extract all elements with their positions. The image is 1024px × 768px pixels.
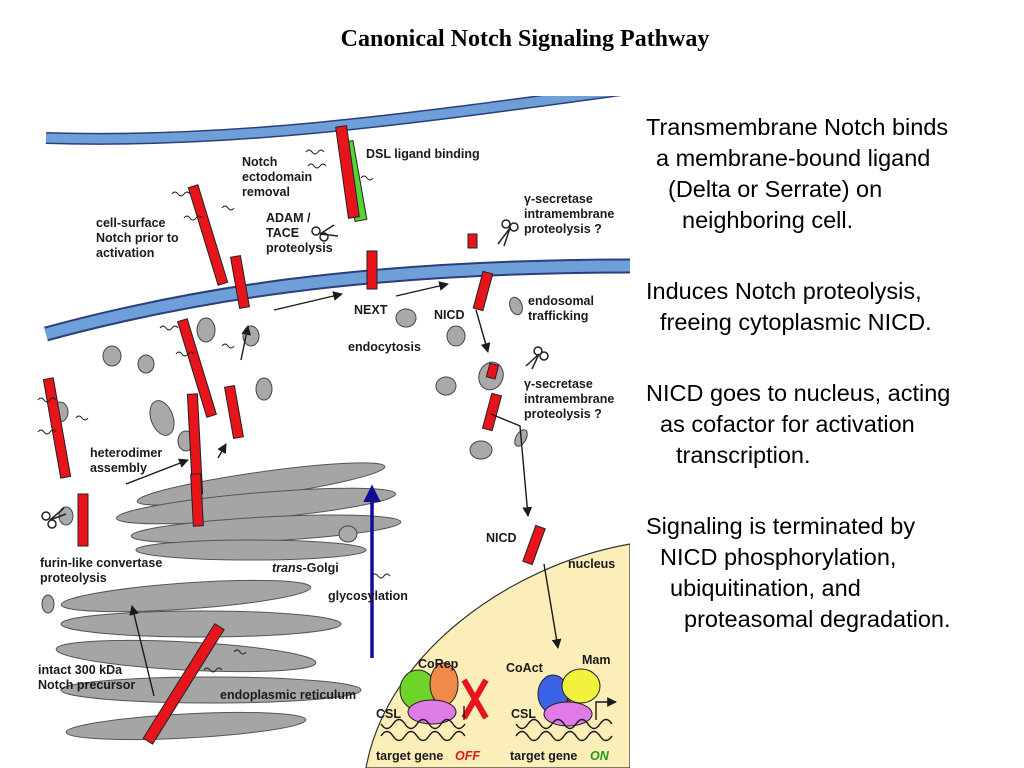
note-line: as cofactor for activation bbox=[660, 411, 915, 437]
note-line: NICD phosphorylation, bbox=[660, 544, 897, 570]
note-3: NICD goes to nucleus, acting as cofactor… bbox=[646, 378, 1022, 471]
label-furin-1: furin-like convertase bbox=[40, 556, 162, 570]
label-adam-2: TACE bbox=[266, 226, 299, 240]
label-endosomal-1: endosomal bbox=[528, 294, 594, 308]
label-notch-ecto-3: removal bbox=[242, 185, 290, 199]
notch-receptors bbox=[42, 125, 581, 745]
label-gamma-1c: proteolysis ? bbox=[524, 222, 602, 236]
note-4: Signaling is terminated by NICD phosphor… bbox=[646, 511, 1022, 635]
note-2: Induces Notch proteolysis, freeing cytop… bbox=[646, 276, 1022, 338]
endoplasmic-reticulum bbox=[55, 579, 362, 741]
scissors-icon bbox=[525, 346, 549, 370]
label-cell-surface-3: activation bbox=[96, 246, 154, 260]
note-line: (Delta or Serrate) on bbox=[668, 176, 883, 202]
label-coact: CoAct bbox=[506, 661, 544, 675]
label-glycosylation: glycosylation bbox=[328, 589, 408, 603]
label-gamma-1b: intramembrane bbox=[524, 207, 614, 221]
label-heterodimer-2: assembly bbox=[90, 461, 147, 475]
note-line: ubiquitination, and bbox=[670, 575, 861, 601]
transcription-arrow bbox=[463, 697, 617, 720]
label-trans-golgi: trans-Golgi bbox=[272, 561, 339, 575]
pathway-arrows bbox=[125, 281, 562, 697]
label-cell-surface-1: cell-surface bbox=[96, 216, 166, 230]
note-line: Signaling is terminated by bbox=[646, 513, 916, 539]
label-on: ON bbox=[590, 749, 610, 763]
note-1: Transmembrane Notch binds a membrane-bou… bbox=[646, 112, 1022, 236]
dna bbox=[380, 718, 613, 742]
note-line: neighboring cell. bbox=[682, 207, 854, 233]
vesicles bbox=[41, 296, 528, 614]
note-line: Transmembrane Notch binds bbox=[646, 114, 949, 140]
label-nicd-2: NICD bbox=[486, 531, 517, 545]
note-line: proteasomal degradation. bbox=[684, 606, 951, 632]
label-heterodimer-1: heterodimer bbox=[90, 446, 162, 460]
notch-pathway-diagram: DSL ligand binding Notch ectodomain remo… bbox=[37, 96, 630, 768]
scissors-icon bbox=[41, 507, 67, 529]
label-mam: Mam bbox=[582, 653, 610, 667]
red-x-icon bbox=[461, 678, 489, 720]
scissors-icon bbox=[497, 219, 519, 247]
label-intact-2: Notch precursor bbox=[38, 678, 135, 692]
label-adam-1: ADAM / bbox=[266, 211, 311, 225]
note-line: Induces Notch proteolysis, bbox=[646, 278, 922, 304]
label-nucleus: nucleus bbox=[568, 557, 615, 571]
label-gamma-1a: γ-secretase bbox=[524, 192, 593, 206]
label-er: endoplasmic reticulum bbox=[220, 688, 356, 702]
glycan-marks bbox=[37, 149, 391, 673]
coactivator-complex bbox=[537, 668, 601, 727]
label-endosomal-2: trafficking bbox=[528, 309, 588, 323]
label-notch-ecto-2: ectodomain bbox=[242, 170, 312, 184]
note-line: transcription. bbox=[676, 442, 811, 468]
label-gamma-2a: γ-secretase bbox=[524, 377, 593, 391]
label-endocytosis: endocytosis bbox=[348, 340, 421, 354]
note-line: NICD goes to nucleus, acting bbox=[646, 380, 951, 406]
label-furin-2: proteolysis bbox=[40, 571, 107, 585]
scissors-icon bbox=[311, 224, 339, 242]
label-notch-ecto-1: Notch bbox=[242, 155, 277, 169]
label-csl-1: CSL bbox=[376, 707, 401, 721]
note-line: a membrane-bound ligand bbox=[656, 145, 931, 171]
label-gamma-2b: intramembrane bbox=[524, 392, 614, 406]
label-target-gene-1: target gene bbox=[376, 749, 443, 763]
label-gamma-2c: proteolysis ? bbox=[524, 407, 602, 421]
label-csl-2: CSL bbox=[511, 707, 536, 721]
label-target-gene-2: target gene bbox=[510, 749, 577, 763]
diagram-labels: DSL ligand binding Notch ectodomain remo… bbox=[38, 147, 615, 763]
page-title: Canonical Notch Signaling Pathway bbox=[340, 26, 710, 52]
golgi bbox=[116, 462, 402, 561]
note-line: freeing cytoplasmic NICD. bbox=[660, 309, 932, 335]
label-adam-3: proteolysis bbox=[266, 241, 333, 255]
label-cell-surface-2: Notch prior to bbox=[96, 231, 179, 245]
label-dsl-ligand-binding: DSL ligand binding bbox=[366, 147, 480, 161]
label-corep: CoRep bbox=[418, 657, 459, 671]
label-nicd-1: NICD bbox=[434, 308, 465, 322]
corepressor-complex bbox=[399, 662, 459, 725]
label-next: NEXT bbox=[354, 303, 388, 317]
explanatory-notes: Transmembrane Notch binds a membrane-bou… bbox=[646, 112, 1022, 675]
label-off: OFF bbox=[455, 749, 480, 763]
label-intact-1: intact 300 kDa bbox=[38, 663, 123, 677]
